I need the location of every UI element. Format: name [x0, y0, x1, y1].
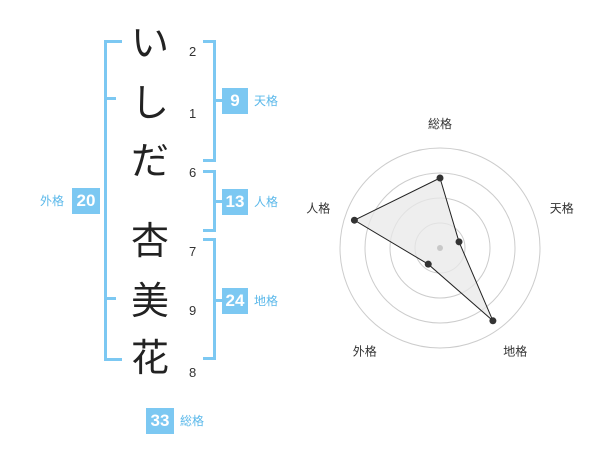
chikaku-value-box: 24 [222, 288, 248, 314]
radar-ring-3 [364, 172, 516, 324]
gaikaku-value-box: 20 [72, 188, 100, 214]
radar-point-3 [489, 317, 497, 325]
gaikaku-label: 外格 [40, 194, 65, 208]
surname-strokes-2: 1 [189, 106, 197, 121]
radar-axis-label-4: 外格 [353, 344, 377, 359]
jinkaku-bracket-bottom [203, 229, 215, 232]
radar-center-dot [437, 245, 443, 251]
radar-ring-4 [339, 147, 541, 349]
soukaku-value-box: 33 [146, 408, 174, 434]
given-char-3: 花 [130, 336, 169, 380]
chikaku-bracket-stub [213, 299, 223, 302]
chikaku-bracket-top [203, 238, 215, 241]
given-strokes-1: 7 [189, 244, 197, 259]
tenkaku-bracket-top [203, 40, 215, 43]
given-strokes-3: 8 [189, 365, 197, 380]
gaikaku-bracket-bottom [104, 358, 122, 361]
jinkaku-value-box: 13 [222, 189, 248, 215]
gaikaku-bracket-vertical [104, 40, 107, 360]
jinkaku-bracket-top [203, 170, 215, 173]
surname-char-1: い [130, 21, 169, 65]
given-strokes-2: 9 [189, 303, 197, 318]
radar-axis-label-5: 人格 [306, 200, 330, 215]
surname-char-2: し [130, 81, 169, 125]
chikaku-label: 地格 [254, 294, 279, 308]
jinkaku-bracket-stub [213, 200, 223, 203]
given-char-1: 杏 [130, 219, 169, 263]
tenkaku-bracket-bottom [203, 159, 215, 162]
radar-point-2 [455, 238, 463, 246]
jinkaku-label: 人格 [254, 195, 279, 209]
surname-strokes-1: 2 [189, 44, 197, 59]
radar-points [350, 174, 497, 325]
radar-axis-label-2: 天格 [550, 200, 574, 215]
soukaku-label: 総格 [180, 414, 205, 428]
surname-strokes-3: 6 [189, 165, 197, 180]
surname-char-3: だ [130, 139, 169, 183]
chikaku-bracket-bottom [203, 357, 215, 360]
radar-point-1 [436, 174, 444, 182]
radar-axis-label-1: 総格 [428, 116, 452, 131]
gaikaku-bracket-top [104, 40, 122, 43]
tenkaku-bracket-stub [213, 99, 223, 102]
tenkaku-value-box: 9 [222, 88, 248, 114]
radar-area [353, 177, 494, 322]
gaikaku-tick-1 [104, 97, 116, 100]
radar-point-4 [424, 260, 432, 268]
tenkaku-label: 天格 [254, 94, 279, 108]
radar-point-5 [350, 216, 358, 224]
given-char-2: 美 [130, 279, 169, 323]
gaikaku-tick-2 [104, 297, 116, 300]
radar-axis-label-3: 地格 [503, 344, 527, 359]
